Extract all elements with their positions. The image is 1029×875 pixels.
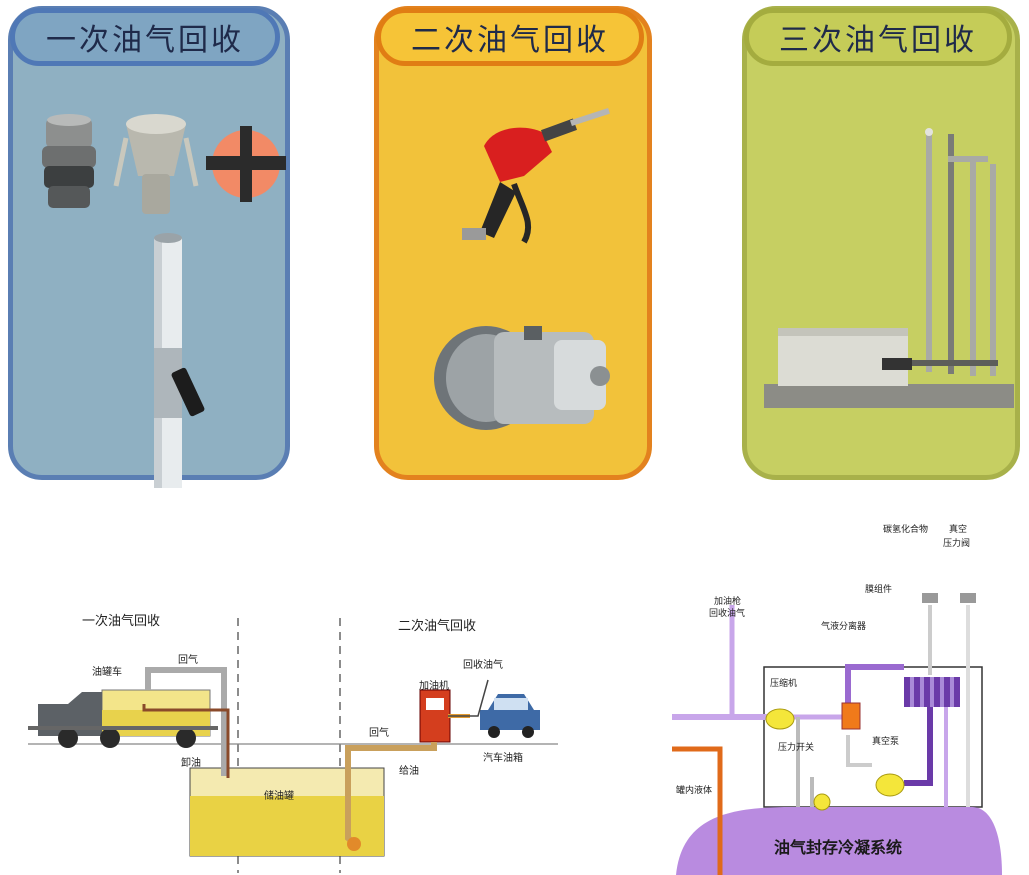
- third-recovery-unit: [764, 128, 1014, 408]
- vapor-nozzle-image: [462, 107, 610, 244]
- vacuum-valve-label-2: 压力阀: [943, 539, 971, 549]
- pressure-switch-illustration: [813, 793, 831, 811]
- unload-oil-label: 卸油: [181, 758, 201, 769]
- panel-second-recovery: 二次油气回收: [374, 6, 652, 480]
- separator-label: 气液分离器: [821, 622, 867, 632]
- return-gas-1-label: 回气: [178, 655, 198, 666]
- recovery-unit-image: [764, 128, 1014, 408]
- tank-liquid-label: 罐内液体: [676, 786, 713, 796]
- stage-one-two-diagram: [28, 618, 558, 873]
- car-illustration: [480, 694, 540, 738]
- drop-tube-image: [154, 233, 205, 488]
- pressure-switch-label: 压力开关: [778, 743, 815, 753]
- first-recovery-parts: [42, 114, 286, 488]
- second-recovery-parts: [434, 107, 610, 430]
- stage2-label: 二次油气回收: [398, 619, 477, 634]
- vacuum-pump-illustration: [875, 773, 905, 797]
- compressor-label: 压缩机: [770, 679, 798, 689]
- panel-second-title: 二次油气回收: [376, 8, 644, 66]
- compressor-illustration: [765, 708, 795, 730]
- vacuum-pump-label: 真空泵: [872, 737, 900, 747]
- dispenser-illustration: [419, 689, 451, 743]
- membrane-module-illustration: [904, 677, 960, 707]
- nozzle-label-1: 加油枪: [714, 597, 742, 607]
- dispenser-label: 加油机: [419, 681, 449, 692]
- storage-tank-label: 储油罐: [264, 791, 294, 802]
- membrane-label: 膜组件: [865, 585, 893, 595]
- system-title: 油气封存冷凝系统: [774, 838, 903, 857]
- vacuum-pump-image: [434, 326, 610, 430]
- condensation-system-diagram: [672, 593, 1002, 875]
- panel-first-title: 一次油气回收: [10, 8, 280, 66]
- recovered-vapor-label: 回收油气: [463, 660, 503, 671]
- tank-adapter-image: [42, 114, 96, 208]
- tanker-truck-illustration: [28, 689, 218, 748]
- coupler-image: [113, 114, 199, 214]
- car-tank-label: 汽车油箱: [483, 753, 523, 764]
- stage1-label: 一次油气回收: [82, 614, 161, 629]
- nozzle-label-2: 回收油气: [709, 609, 746, 619]
- tanker-truck-label: 油罐车: [92, 667, 122, 678]
- return-gas-2-label: 回气: [369, 728, 389, 739]
- hydrocarbons-label: 碳氢化合物: [883, 525, 929, 535]
- cap-image: [206, 126, 286, 202]
- dispense-oil-label: 给油: [399, 766, 419, 777]
- separator-illustration: [841, 702, 861, 730]
- panel-third-title: 三次油气回收: [744, 8, 1012, 66]
- panel-first-recovery: 一次油气回收: [8, 6, 290, 488]
- vacuum-valve-label-1: 真空: [949, 525, 968, 535]
- panel-third-recovery: 三次油气回收: [742, 6, 1020, 480]
